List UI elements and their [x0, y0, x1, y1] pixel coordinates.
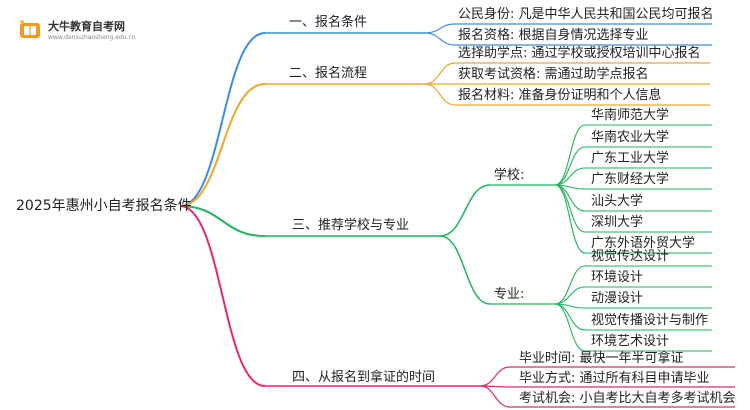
- root-node: 2025年惠州小自考报名条件: [16, 198, 192, 214]
- major-item: 环境设计: [591, 270, 644, 285]
- branch-connector: [179, 32, 266, 207]
- leaf-item: 报名材料: 准备身份证明和个人信息: [458, 88, 662, 103]
- school-item: 华南师范大学: [591, 108, 670, 123]
- section-title: 四、从报名到拿证的时间: [292, 370, 436, 385]
- logo-url: www.daniuzhaosheng.edu.cn: [48, 34, 136, 41]
- major-item: 动漫设计: [591, 291, 644, 306]
- branch-connector: [179, 205, 266, 387]
- group-connector: [439, 184, 491, 237]
- leaf-connector: [424, 83, 456, 106]
- major-item: 视觉传达设计: [591, 249, 670, 264]
- leaf-item: 获取考试资格: 需通过助学点报名: [458, 67, 649, 82]
- leaf-connector: [479, 385, 511, 408]
- logo-name: 大牛教育自考网: [48, 20, 125, 33]
- leaf-connector: [554, 146, 586, 186]
- leaf-item: 选择助学点: 通过学校或授权培训中心报名: [458, 46, 701, 61]
- school-item: 华南农业大学: [591, 130, 670, 145]
- leaf-item: 毕业时间: 最快一年半可拿证: [519, 351, 684, 366]
- leaf-item: 公民身份: 凡是中华人民共和国公民均可报名: [458, 7, 714, 22]
- leaf-connector: [554, 303, 586, 352]
- leaf-connector: [424, 23, 456, 34]
- school-item: 广东外语外贸大学: [591, 236, 696, 251]
- leaf-item: 报名资格: 根据自身情况选择专业: [458, 28, 649, 43]
- leaf-connector: [424, 62, 456, 85]
- school-item: 广东工业大学: [591, 151, 670, 166]
- branch-connector: [179, 205, 266, 237]
- section-title: 三、推荐学校与专业: [292, 218, 410, 233]
- section-title: 一、报名条件: [289, 15, 368, 30]
- group-connector: [439, 235, 491, 305]
- school-item: 汕头大学: [591, 194, 644, 209]
- logo: 大牛教育自考网 www.daniuzhaosheng.edu.cn: [18, 17, 138, 47]
- school-item: 广东财经大学: [591, 172, 670, 187]
- school-item: 深圳大学: [591, 215, 644, 230]
- major-item: 环境艺术设计: [591, 334, 670, 349]
- leaf-connector: [479, 366, 511, 387]
- section-title: 二、报名流程: [289, 66, 368, 81]
- major-item: 视觉传播设计与制作: [591, 313, 709, 328]
- leaf-item: 考试机会: 小自考比大自考多考试机会: [519, 391, 736, 406]
- leaf-connector: [554, 184, 586, 254]
- group-label: 学校:: [494, 168, 525, 183]
- leaf-connector: [424, 32, 456, 46]
- leaf-connector: [554, 184, 586, 233]
- leaf-connector: [554, 286, 586, 305]
- leaf-connector: [554, 167, 586, 186]
- branch-connector: [179, 83, 266, 207]
- group-label: 专业:: [494, 287, 525, 302]
- leaf-item: 毕业方式: 通过所有科目申请毕业: [519, 371, 710, 386]
- leaf-connector: [554, 265, 586, 305]
- logo-book-icon: [20, 20, 40, 38]
